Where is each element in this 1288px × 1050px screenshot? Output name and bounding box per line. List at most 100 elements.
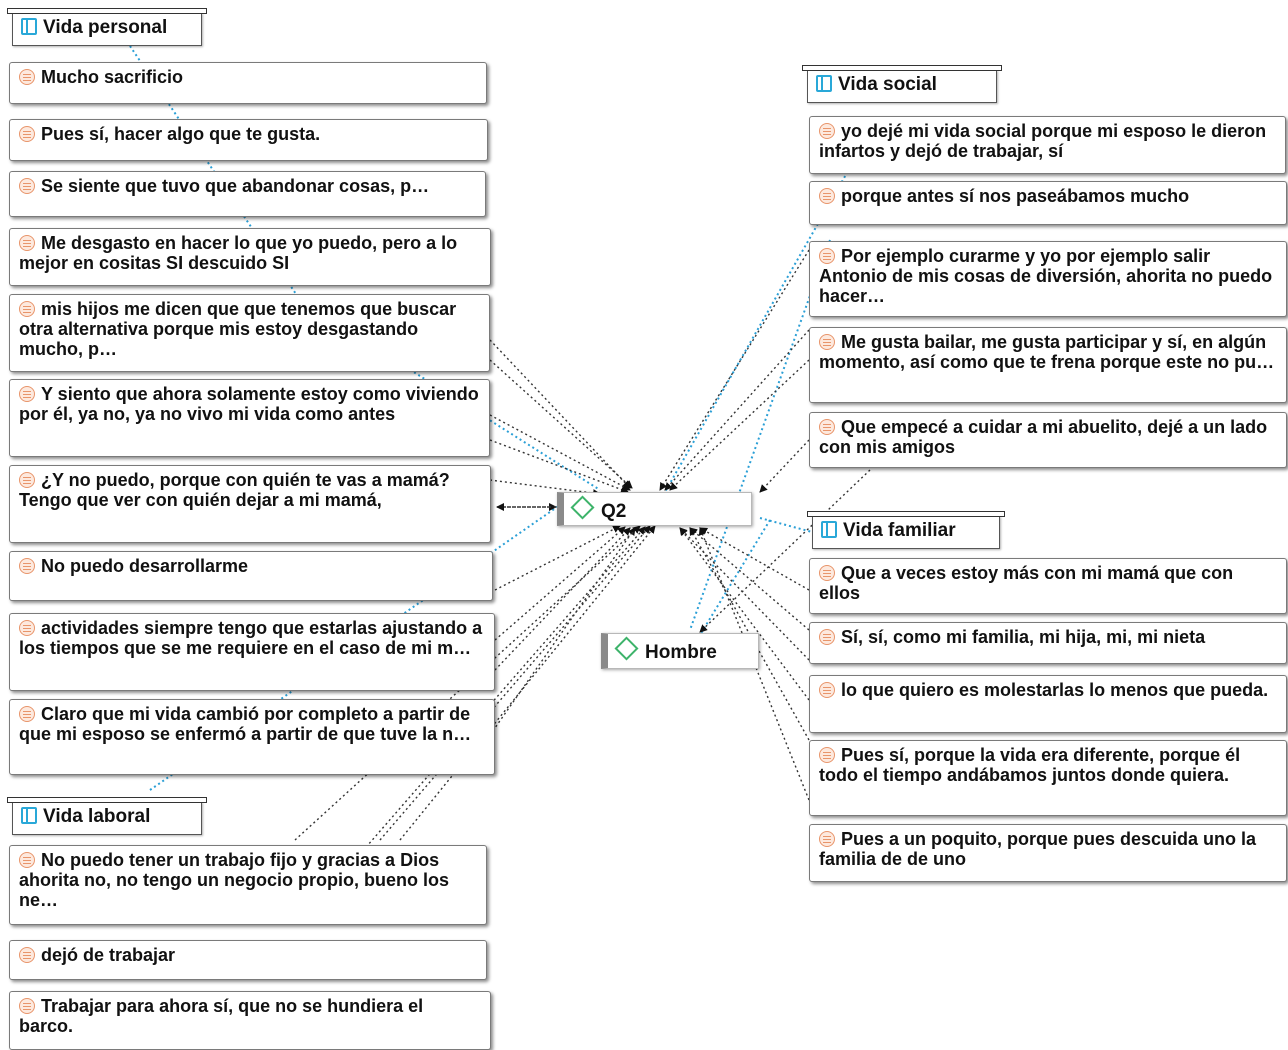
group-icon (21, 807, 37, 824)
quote-node[interactable]: No puedo tener un trabajo fijo y gracias… (9, 845, 487, 925)
quote-text: Pues sí, hacer algo que te gusta. (41, 124, 321, 144)
quote-text: Trabajar para ahora sí, que no se hundie… (19, 996, 424, 1036)
quote-node[interactable]: Pues a un poquito, porque pues descuida … (809, 824, 1287, 882)
group-vida-personal[interactable]: Vida personal (7, 8, 207, 46)
quotation-icon (19, 472, 35, 488)
quote-text: dejó de trabajar (41, 945, 176, 965)
quote-node[interactable]: Que a veces estoy más con mi mamá que co… (809, 558, 1287, 614)
code-diamond-icon (614, 636, 639, 661)
group-icon (21, 18, 37, 35)
code-link (759, 439, 810, 493)
quotation-icon (19, 558, 35, 574)
quote-node[interactable]: Se siente que tuvo que abandonar cosas, … (9, 171, 486, 217)
quote-text: Por ejemplo curarme y yo por ejemplo sal… (819, 246, 1273, 306)
quote-node[interactable]: Y siento que ahora solamente estoy como … (9, 379, 490, 457)
code-label: Q2 (601, 501, 627, 522)
quotation-icon (819, 334, 835, 350)
group-link (759, 517, 813, 533)
quote-node[interactable]: dejó de trabajar (9, 940, 487, 980)
code-link (489, 439, 629, 494)
group-vida-familiar[interactable]: Vida familiar (807, 511, 1005, 549)
quotation-icon (19, 126, 35, 142)
group-vida-social[interactable]: Vida social (802, 65, 1002, 103)
code-link (699, 527, 810, 591)
group-label: Vida laboral (43, 806, 151, 827)
quotation-icon (19, 301, 35, 317)
quote-text: yo dejé mi vida social porque mi esposo … (819, 121, 1267, 161)
code-link (679, 527, 810, 701)
quotation-icon (819, 248, 835, 264)
quotation-icon (819, 123, 835, 139)
group-icon (821, 521, 837, 538)
quote-text: Me desgasto en hacer lo que yo puedo, pe… (19, 233, 458, 273)
quotation-icon (19, 620, 35, 636)
group-icon (816, 75, 832, 92)
quote-text: Se siente que tuvo que abandonar cosas, … (41, 176, 430, 196)
quote-text: Pues sí, porque la vida era diferente, p… (819, 745, 1241, 785)
quote-node[interactable]: yo dejé mi vida social porque mi esposo … (809, 116, 1286, 174)
quote-node[interactable]: Trabajar para ahora sí, que no se hundie… (9, 991, 491, 1050)
code-link (664, 329, 810, 491)
quote-node[interactable]: Pues sí, hacer algo que te gusta. (9, 119, 488, 161)
quotation-icon (19, 998, 35, 1014)
quote-text: Y siento que ahora solamente estoy como … (19, 384, 479, 424)
code-link (494, 526, 626, 641)
group-vida-laboral[interactable]: Vida laboral (7, 797, 207, 835)
quote-node[interactable]: Pues sí, porque la vida era diferente, p… (809, 740, 1287, 816)
quote-node[interactable]: ¿Y no puedo, porque con quién te vas a m… (9, 465, 491, 543)
quote-node[interactable]: Por ejemplo curarme y yo por ejemplo sal… (809, 241, 1287, 317)
group-link (699, 519, 771, 636)
quotation-icon (19, 947, 35, 963)
quote-node[interactable]: mis hijos me dicen que que tenemos que b… (9, 294, 490, 372)
quotation-icon (819, 747, 835, 763)
quote-node[interactable]: lo que quiero es molestarlas lo menos qu… (809, 675, 1287, 733)
code-link (489, 414, 631, 491)
quote-node[interactable]: Que empecé a cuidar a mi abuelito, dejé … (809, 412, 1287, 468)
code-link (489, 527, 636, 736)
quotation-icon (19, 706, 35, 722)
quote-text: lo que quiero es molestarlas lo menos qu… (841, 680, 1269, 700)
group-label: Vida personal (43, 17, 168, 38)
quote-text: No puedo desarrollarme (41, 556, 249, 576)
group-label: Vida social (838, 74, 937, 95)
quote-text: actividades siempre tengo que estarlas a… (19, 618, 483, 658)
code-link (494, 525, 621, 591)
quote-node[interactable]: Sí, sí, como mi familia, mi hija, mi, mi… (809, 622, 1287, 664)
quote-text: Sí, sí, como mi familia, mi hija, mi, mi… (841, 627, 1206, 647)
quote-text: Que a veces estoy más con mi mamá que co… (819, 563, 1234, 603)
quote-text: Me gusta bailar, me gusta participar y s… (819, 332, 1275, 372)
quotation-icon (819, 629, 835, 645)
quote-text: Claro que mi vida cambió por completo a … (19, 704, 472, 744)
quote-node[interactable]: porque antes sí nos paseábamos mucho (809, 181, 1287, 225)
quote-node[interactable]: Mucho sacrificio (9, 62, 487, 104)
code-link (669, 359, 810, 491)
quote-text: Pues a un poquito, porque pues descuida … (819, 829, 1257, 869)
code-label: Hombre (645, 642, 717, 663)
quote-node[interactable]: actividades siempre tengo que estarlas a… (9, 613, 495, 691)
code-link (659, 249, 810, 491)
quotation-icon (19, 852, 35, 868)
code-diamond-icon (570, 495, 595, 520)
quotation-icon (19, 178, 35, 194)
quotation-icon (19, 235, 35, 251)
code-link (489, 339, 631, 489)
quote-text: mis hijos me dicen que que tenemos que b… (19, 299, 457, 359)
quotation-icon (19, 386, 35, 402)
quotation-icon (19, 69, 35, 85)
quote-text: Que empecé a cuidar a mi abuelito, dejé … (819, 417, 1268, 457)
quote-node[interactable]: Me desgasto en hacer lo que yo puedo, pe… (9, 228, 491, 286)
quotation-icon (819, 565, 835, 581)
code-link (489, 359, 633, 489)
quotation-icon (819, 188, 835, 204)
quote-node[interactable]: Me gusta bailar, me gusta participar y s… (809, 327, 1287, 403)
code-link (689, 527, 810, 631)
quote-text: No puedo tener un trabajo fijo y gracias… (19, 850, 449, 910)
code-q2[interactable]: Q2 (557, 492, 752, 526)
quote-text: porque antes sí nos paseábamos mucho (841, 186, 1190, 206)
quotation-icon (819, 419, 835, 435)
group-label: Vida familiar (843, 520, 956, 541)
code-hombre[interactable]: Hombre (601, 633, 759, 669)
quote-node[interactable]: Claro que mi vida cambió por completo a … (9, 699, 495, 775)
quote-node[interactable]: No puedo desarrollarme (9, 551, 493, 601)
quote-text: ¿Y no puedo, porque con quién te vas a m… (19, 470, 450, 510)
